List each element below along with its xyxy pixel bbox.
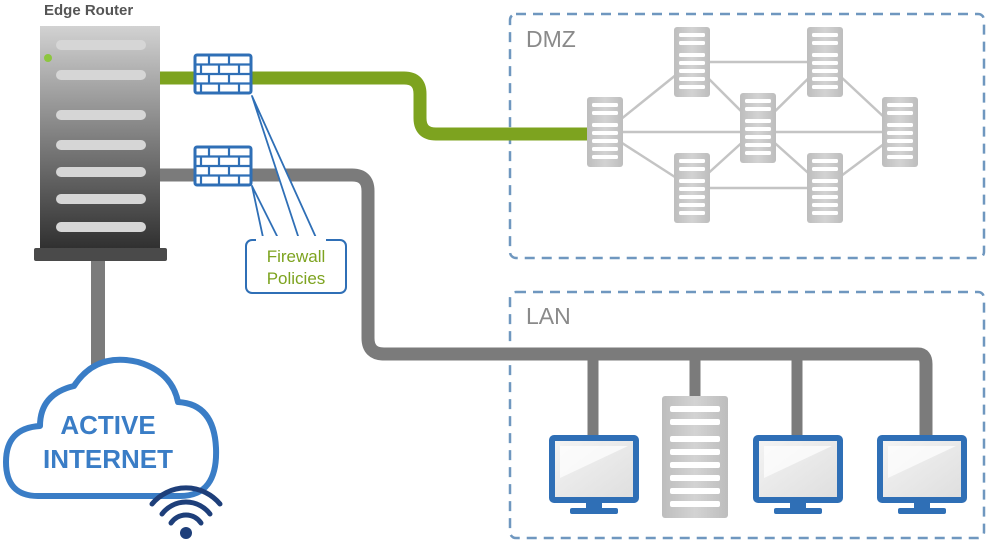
server-icon <box>587 97 623 167</box>
callout-line-2: Policies <box>267 269 326 288</box>
firewall-policies-callout: Firewall Policies <box>245 95 347 294</box>
cloud-icon: ACTIVE INTERNET <box>3 356 220 499</box>
monitor-icon <box>753 435 843 514</box>
firewall-icon <box>193 145 253 187</box>
dmz-label: DMZ <box>526 26 576 52</box>
dmz-uplink <box>160 71 592 141</box>
internet-line-1: ACTIVE <box>60 410 155 440</box>
router-status-led <box>44 54 52 62</box>
server-icon <box>807 153 843 223</box>
dmz-servers <box>587 27 918 223</box>
monitor-icon <box>877 435 967 514</box>
router-label: Edge Router <box>44 2 133 19</box>
server-icon <box>674 153 710 223</box>
lan-label: LAN <box>526 303 571 329</box>
server-icon <box>807 27 843 97</box>
server-icon <box>740 93 776 163</box>
callout-line-1: Firewall <box>267 247 326 266</box>
server-icon <box>662 396 728 518</box>
lan-zone <box>508 290 986 540</box>
server-icon <box>882 97 918 167</box>
lan-drops <box>587 354 803 442</box>
firewall-icon <box>193 53 253 95</box>
internet-line-2: INTERNET <box>43 444 173 474</box>
monitor-icon <box>549 435 639 514</box>
edge-router <box>34 26 167 261</box>
wifi-icon <box>149 485 223 541</box>
server-icon <box>674 27 710 97</box>
lan-uplink <box>160 168 933 442</box>
